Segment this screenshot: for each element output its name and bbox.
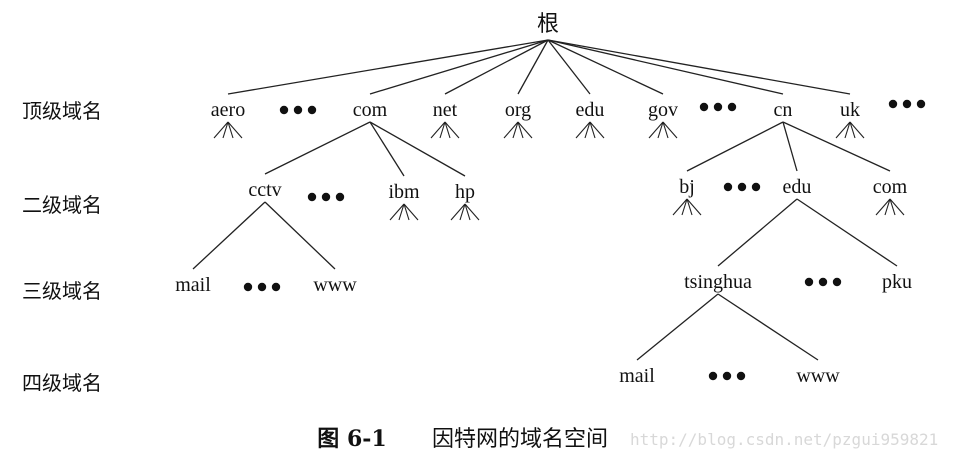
node-bj: bj: [679, 176, 695, 198]
tree-edge: [369, 121, 466, 177]
node-cctv: cctv: [248, 179, 281, 201]
tree-edge: [547, 39, 591, 95]
node-cn-edu: edu: [783, 176, 812, 198]
node-com: com: [353, 99, 388, 121]
tree-edge: [796, 198, 898, 267]
tree-edge: [369, 121, 405, 177]
tree-edges: [192, 39, 898, 361]
node-ibm: ibm: [388, 181, 420, 203]
node-uk: uk: [840, 99, 860, 121]
node-cn: cn: [774, 99, 793, 121]
tree-edge: [547, 39, 664, 95]
node-org: org: [505, 99, 531, 121]
tree-edge: [369, 39, 549, 95]
subtree-marker: [213, 121, 243, 139]
tree-nodes: 根 aero com net org edu gov cn uk cctv ibm hp bj edu co…: [175, 12, 912, 387]
subtree-marker: [450, 203, 480, 221]
node-root: 根: [537, 12, 559, 37]
tree-edge: [547, 39, 784, 95]
subtree-marker: [389, 203, 419, 221]
ellipsis: [279, 105, 317, 115]
node-net: net: [433, 99, 458, 121]
tree-edge: [547, 39, 851, 95]
ellipsis-dots: [243, 99, 926, 381]
tree-edge: [782, 121, 891, 172]
subtree-marker: [430, 121, 460, 139]
ellipsis: [699, 102, 737, 112]
tree-edge: [717, 293, 819, 361]
tree-edge: [517, 39, 549, 95]
tree-edge: [636, 293, 719, 361]
caption-figure-number: 图 6-1: [317, 426, 386, 452]
node-cctv-mail: mail: [175, 274, 211, 296]
subtree-marker: [648, 121, 678, 139]
figure-caption: 图 6-1 因特网的域名空间: [317, 426, 608, 452]
node-cctv-www: www: [313, 274, 357, 296]
tree-edge: [192, 201, 266, 270]
node-hp: hp: [455, 181, 475, 203]
level-label-second: 二级域名: [22, 193, 102, 217]
tree-edge: [264, 201, 336, 270]
ellipsis: [307, 192, 345, 202]
level-label-third: 三级域名: [22, 279, 102, 303]
ellipsis: [723, 182, 761, 192]
subtree-marker: [575, 121, 605, 139]
ellipsis: [243, 282, 281, 292]
subtree-marker: [875, 198, 905, 216]
tree-edge: [264, 121, 371, 175]
node-th-www: www: [796, 365, 840, 387]
subtree-markers: [213, 121, 905, 221]
ellipsis: [708, 371, 746, 381]
watermark: http://blog.csdn.net/pzgui959821: [630, 430, 938, 449]
node-cn-com: com: [873, 176, 908, 198]
ellipsis: [804, 277, 842, 287]
tree-edge: [227, 39, 549, 95]
node-gov: gov: [648, 99, 678, 121]
caption-title: 因特网的域名空间: [432, 427, 608, 452]
subtree-marker: [835, 121, 865, 139]
subtree-marker: [672, 198, 702, 216]
node-tsinghua: tsinghua: [684, 271, 752, 293]
tree-edge: [686, 121, 784, 172]
tree-edge: [717, 198, 798, 267]
ellipsis: [888, 99, 926, 109]
node-edu: edu: [576, 99, 605, 121]
node-aero: aero: [211, 99, 245, 121]
level-label-top: 顶级域名: [22, 99, 102, 123]
node-pku: pku: [882, 271, 912, 293]
subtree-marker: [503, 121, 533, 139]
node-th-mail: mail: [619, 365, 655, 387]
level-label-fourth: 四级域名: [22, 371, 102, 395]
tree-edge: [782, 121, 798, 172]
tree-edge: [444, 39, 549, 95]
